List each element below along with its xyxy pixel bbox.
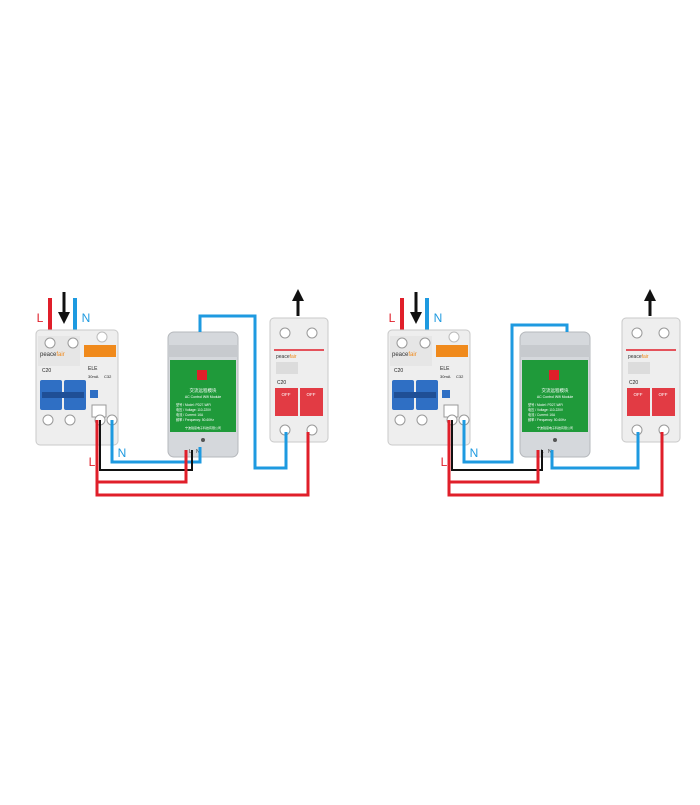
rcbo-terminal-top-l — [44, 337, 56, 349]
breaker-terminal-top-1 — [631, 327, 643, 339]
rcbo-label-rating: 30mA — [88, 374, 99, 379]
module-led — [201, 438, 205, 442]
rcbo-label-left: C20 — [394, 368, 403, 374]
wire-live-mid — [95, 420, 188, 484]
module-terminal-n: N — [548, 449, 552, 455]
module-spec-line: 电压 / Voltage: 110-220V — [176, 407, 212, 412]
wifi-module: 交流远程模块 AC Control Wifi Module 型号 / Model… — [167, 331, 239, 458]
module-terminal-l: L — [189, 449, 192, 455]
rcbo-terminal-top-n — [419, 337, 431, 349]
breaker-lever-left[interactable] — [627, 388, 650, 416]
wire-live-long — [95, 432, 310, 497]
breaker-terminal-top-1 — [279, 327, 291, 339]
wire-black-bus — [99, 420, 193, 471]
module-title: 交流远程模块 — [542, 387, 569, 394]
panel-1: L N peacefair C20 ELE 30mA C32 — [35, 289, 329, 497]
breaker-off-right: OFF — [659, 392, 668, 397]
breaker-lever-left[interactable] — [275, 388, 298, 416]
rcbo-terminal-bottom-2 — [64, 414, 76, 426]
breaker-off-left: OFF — [282, 392, 291, 397]
module-led — [553, 438, 557, 442]
module-spec-line: 频率 / Frequency: 50-60Hz — [176, 417, 214, 422]
wifi-module: 交流远程模块 AC Control Wifi Module 型号 / Model… — [519, 331, 591, 458]
wire-neutral-label: N — [118, 446, 127, 460]
rcbo-label-rating: 30mA — [440, 374, 451, 379]
breaker-model: C20 — [629, 380, 638, 386]
breaker-off-right: OFF — [307, 392, 316, 397]
output-breaker: peacefair C20 OFF OFF — [269, 317, 329, 443]
rcbo-terminal-bottom-1 — [394, 414, 406, 426]
input-live-label: L — [37, 311, 44, 325]
rcbo-terminal-bottom-1 — [42, 414, 54, 426]
module-footer: 宁波锐思电子科技有限公司 — [537, 425, 573, 430]
wire-black-bus — [451, 420, 543, 471]
rcbo-breaker: peacefair C20 ELE 30mA C32 — [35, 329, 119, 446]
output-breaker: peacefair C20 OFF OFF — [621, 317, 681, 443]
rcbo-label-c: C32 — [104, 374, 112, 379]
rcbo-label-c: C32 — [456, 374, 464, 379]
rcbo-brand: peacefair — [392, 352, 417, 358]
breaker-lever-right[interactable] — [300, 388, 323, 416]
panel-2: L N peacefair C20 ELE 30mA C32 — [387, 289, 681, 497]
module-terminal-n: N — [196, 449, 200, 455]
module-title: 交流远程模块 — [190, 387, 217, 394]
rcbo-terminal-top-l — [396, 337, 408, 349]
rcbo-brand: peacefair — [40, 352, 65, 358]
breaker-terminal-top-2 — [658, 327, 670, 339]
module-footer: 宁波锐思电子科技有限公司 — [185, 425, 221, 430]
input-neutral-label: N — [82, 311, 91, 325]
module-subtitle: AC Control Wifi Module — [537, 395, 573, 399]
module-spec-line: 频率 / Frequency: 50-60Hz — [528, 417, 566, 422]
rcbo-terminal-bottom-2 — [416, 414, 428, 426]
rcbo-test-dot — [448, 331, 460, 343]
rcbo-test-dot — [96, 331, 108, 343]
breaker-model: C20 — [277, 380, 286, 386]
input-live-label: L — [389, 311, 396, 325]
breaker-brand: peacefair — [628, 354, 649, 360]
wire-live-long — [447, 432, 664, 497]
wire-neutral-out — [198, 314, 288, 470]
module-spec-line: 型号 / Model: PD27-WiFi — [528, 402, 563, 407]
wire-neutral-bus — [110, 420, 202, 464]
rcbo-label-right: ELE — [440, 366, 450, 372]
input-neutral-label: N — [434, 311, 443, 325]
breaker-off-left: OFF — [634, 392, 643, 397]
module-spec-line: 电流 / Current: 16A — [176, 412, 204, 417]
wire-neutral-out — [550, 432, 640, 470]
module-spec-line: 电压 / Voltage: 110-220V — [528, 407, 564, 412]
rcbo-breaker: peacefair C20 ELE 30mA C32 — [387, 329, 471, 446]
wire-neutral-in — [462, 323, 569, 464]
wire-live-label: L — [441, 455, 448, 469]
wire-live-label: L — [89, 455, 96, 469]
rcbo-test-button[interactable] — [90, 390, 98, 398]
breaker-terminal-top-2 — [306, 327, 318, 339]
module-subtitle: AC Control Wifi Module — [185, 395, 221, 399]
rcbo-label-right: ELE — [88, 366, 98, 372]
breaker-lever-right[interactable] — [652, 388, 675, 416]
wire-live-mid — [447, 420, 540, 484]
rcbo-test-button[interactable] — [442, 390, 450, 398]
rcbo-label-left: C20 — [42, 368, 51, 374]
rcbo-terminal-top-n — [67, 337, 79, 349]
wire-neutral-label: N — [470, 446, 479, 460]
module-spec-line: 型号 / Model: PD27-WiFi — [176, 402, 211, 407]
breaker-brand: peacefair — [276, 354, 297, 360]
module-spec-line: 电流 / Current: 16A — [528, 412, 556, 417]
